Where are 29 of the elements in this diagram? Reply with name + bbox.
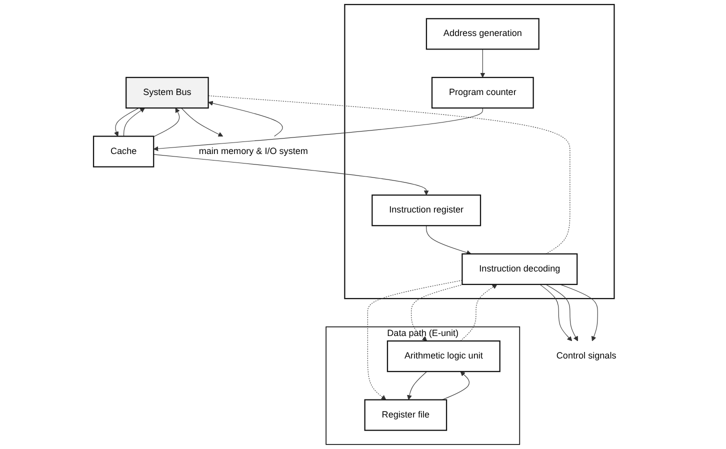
node-text: Control signals <box>556 351 616 361</box>
arrow <box>545 284 578 342</box>
node-box: Address generation <box>426 18 540 50</box>
node-box: Program counter <box>431 76 534 109</box>
arrow <box>539 284 572 342</box>
arrow <box>152 108 180 138</box>
arrow <box>123 108 145 137</box>
arrow <box>442 371 470 400</box>
cluster <box>344 4 614 300</box>
arrow <box>152 154 428 196</box>
node-box: Cache <box>92 136 154 168</box>
node-box: Instruction decoding <box>461 253 578 285</box>
arrow <box>180 108 223 136</box>
arrow <box>367 280 462 400</box>
arrow <box>410 284 464 342</box>
arrow <box>208 100 282 137</box>
arrow <box>406 371 427 400</box>
arrow <box>114 108 139 136</box>
arrow <box>460 284 497 342</box>
connector <box>208 95 570 254</box>
node-box: Instruction register <box>371 194 481 226</box>
node-box: Register file <box>364 399 447 431</box>
node-box: Arithmetic logic unit <box>386 340 500 372</box>
node-text: main memory & I/O system <box>198 146 308 156</box>
arrow <box>426 225 472 255</box>
arrow <box>153 108 483 152</box>
arrow <box>480 48 485 78</box>
node-box: System Bus <box>125 76 208 109</box>
arrow <box>559 284 598 342</box>
